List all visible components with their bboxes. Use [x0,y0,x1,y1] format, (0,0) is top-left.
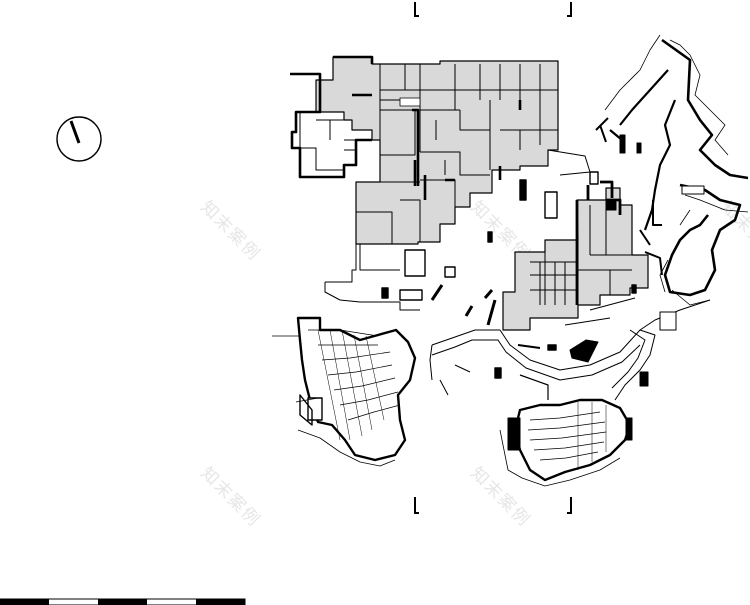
east-building-outline-thin [604,34,729,156]
stair-north [399,97,421,107]
west-amphitheatre [272,316,417,467]
north-block-heavy-walls [333,55,522,200]
west-wing [290,72,372,179]
watermark-text: 知末案例 [196,463,264,531]
section-cut-marker-icon [414,2,572,514]
north-arrow-icon [56,116,102,162]
east-building [661,38,749,180]
west-wing-rooms [299,112,356,171]
lift-core [605,199,617,211]
watermark-text: 知末案例 [716,197,750,265]
pedestrian-path [431,299,711,371]
watermark-group: 知末案例 知末案例 知末案例 知末案例 知末案例 [196,197,750,531]
north-building-block [315,56,559,245]
east-wing-thin [659,194,749,306]
east-stair [681,185,705,195]
central-block-heavy-walls [575,180,622,305]
pedestrian-path-edge [431,339,641,381]
sculpture-element [569,339,599,363]
east-wing [663,183,742,297]
plaza-elements [381,149,637,400]
watermark-text: 知末案例 [196,197,264,265]
plan-linework [272,34,749,487]
south-amphitheatre [499,398,632,487]
east-winding-path [614,329,656,401]
north-block-walls [356,64,558,271]
east-hatched-blocks [619,134,626,154]
plaza-west-edge [324,244,420,311]
central-building-block [502,187,649,331]
scale-bar-icon [0,598,246,605]
east-stair-lower [659,311,677,331]
watermark-text: 知末案例 [466,463,534,531]
east-small-walls [595,117,663,276]
